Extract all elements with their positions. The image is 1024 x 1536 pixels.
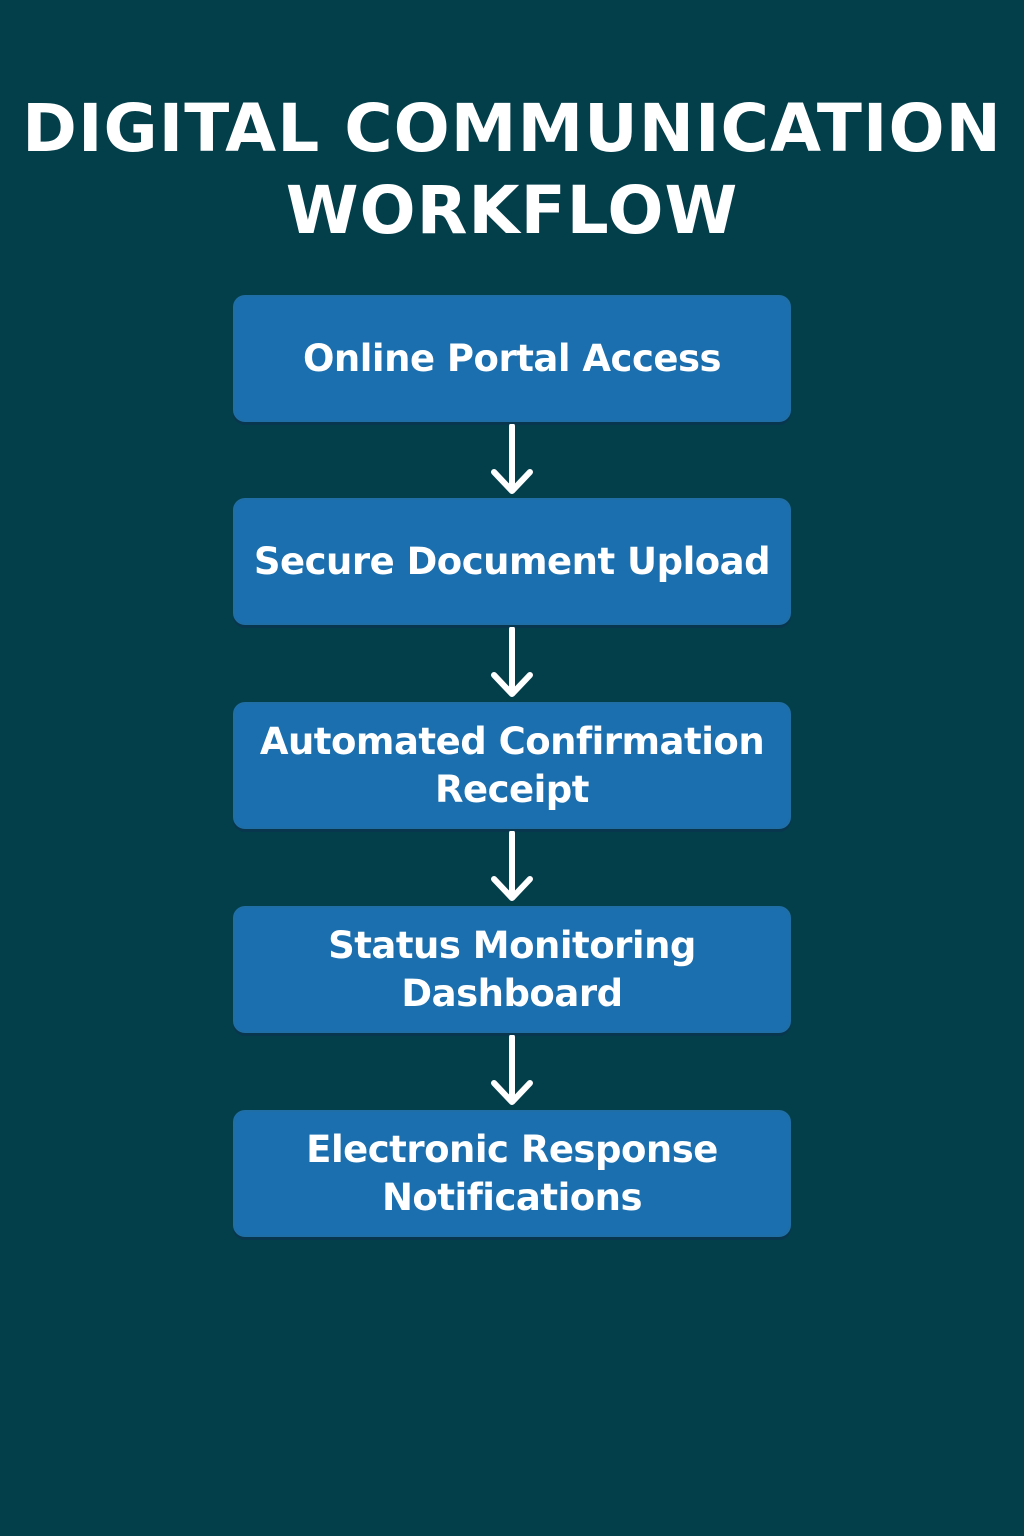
title-line-2: WORKFLOW <box>285 172 739 249</box>
step-label: Status Monitoring Dashboard <box>328 923 696 1015</box>
step-label: Online Portal Access <box>302 336 722 380</box>
down-arrow-icon <box>486 627 538 701</box>
down-arrow-icon <box>486 1035 538 1109</box>
step-box-electronic-response-notifications: Electronic Response Notifications <box>233 1110 791 1237</box>
step-label: Electronic Response Notifications <box>306 1127 718 1219</box>
step-box-status-monitoring-dashboard: Status Monitoring Dashboard <box>233 906 791 1033</box>
title-line-1: DIGITAL COMMUNICATION <box>22 90 1002 167</box>
down-arrow-icon <box>486 424 538 498</box>
page-title: DIGITAL COMMUNICATION WORKFLOW <box>0 88 1024 252</box>
step-box-secure-document-upload: Secure Document Upload <box>233 498 791 625</box>
step-box-online-portal-access: Online Portal Access <box>233 295 791 422</box>
step-label: Secure Document Upload <box>253 539 771 583</box>
down-arrow-icon <box>486 831 538 905</box>
step-label: Automated Confirmation Receipt <box>259 719 765 811</box>
step-box-automated-confirmation-receipt: Automated Confirmation Receipt <box>233 702 791 829</box>
